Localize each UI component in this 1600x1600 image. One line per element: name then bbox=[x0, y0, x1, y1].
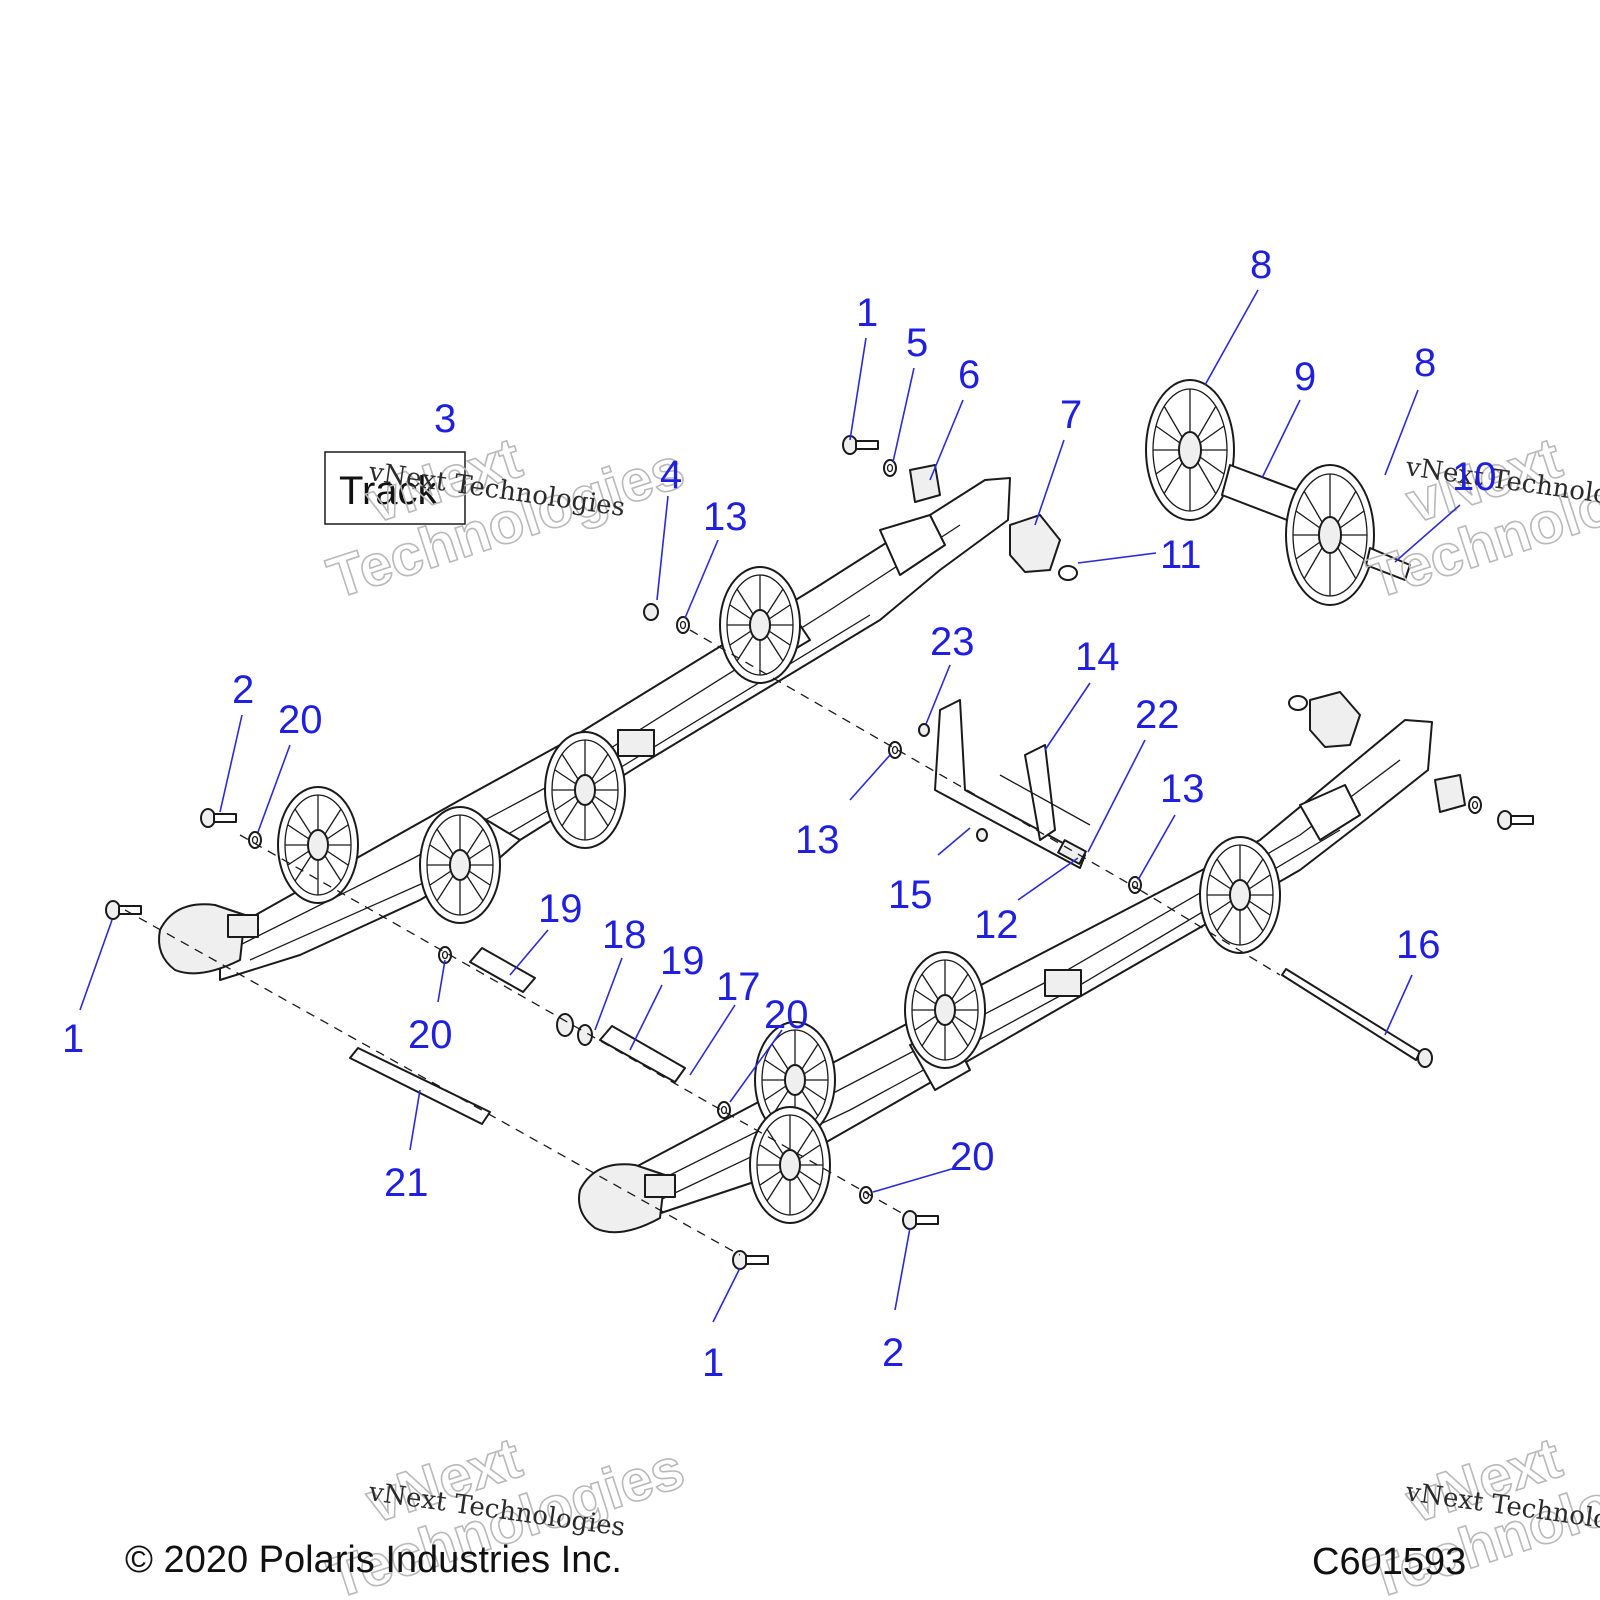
callout-8: 8 bbox=[1250, 243, 1272, 287]
callout-1: 1 bbox=[62, 1017, 84, 1061]
center-cross-shaft bbox=[934, 699, 1091, 869]
callout-23: 23 bbox=[930, 620, 975, 664]
callout-9: 9 bbox=[1294, 355, 1316, 399]
callout-13: 13 bbox=[1160, 767, 1205, 811]
section-label: Track bbox=[324, 451, 466, 525]
callout-19: 19 bbox=[538, 887, 583, 931]
callout-6: 6 bbox=[958, 353, 980, 397]
callout-19: 19 bbox=[660, 939, 705, 983]
callout-2: 2 bbox=[882, 1331, 904, 1375]
callout-2: 2 bbox=[232, 668, 254, 712]
callout-13: 13 bbox=[703, 495, 748, 539]
alignment-lines bbox=[124, 629, 1281, 1256]
callout-7: 7 bbox=[1060, 393, 1082, 437]
callout-1: 1 bbox=[856, 291, 878, 335]
callout-21: 21 bbox=[384, 1161, 429, 1205]
callouts: 1 5 6 7 8 9 8 10 11 3 4 13 23 14 22 13 1… bbox=[62, 243, 1497, 1385]
idler-wheel-set bbox=[1145, 379, 1411, 606]
callout-5: 5 bbox=[906, 321, 928, 365]
section-label-text: Track bbox=[339, 469, 439, 513]
callout-22: 22 bbox=[1135, 693, 1180, 737]
callout-10: 10 bbox=[1452, 455, 1497, 499]
callout-11: 11 bbox=[1160, 533, 1202, 577]
leader-lines bbox=[79, 289, 1461, 1323]
callout-20: 20 bbox=[278, 698, 323, 742]
callout-17: 17 bbox=[716, 965, 761, 1009]
callout-14: 14 bbox=[1075, 635, 1120, 679]
callout-20: 20 bbox=[764, 993, 809, 1037]
callout-8: 8 bbox=[1414, 341, 1436, 385]
upper-rail-assembly bbox=[158, 477, 1011, 981]
figure-code: C601593 bbox=[1312, 1541, 1466, 1583]
lower-rail-assembly bbox=[578, 719, 1433, 1234]
callout-12: 12 bbox=[974, 903, 1019, 947]
shafts-and-spacers bbox=[349, 947, 1433, 1125]
callout-4: 4 bbox=[660, 453, 682, 497]
copyright-notice: © 2020 Polaris Industries Inc. bbox=[125, 1539, 622, 1581]
callout-18: 18 bbox=[602, 913, 647, 957]
callout-15: 15 bbox=[888, 873, 933, 917]
callout-16: 16 bbox=[1396, 923, 1441, 967]
callout-20: 20 bbox=[408, 1013, 453, 1057]
callout-20: 20 bbox=[950, 1135, 995, 1179]
hardware bbox=[105, 435, 1534, 1270]
callout-3: 3 bbox=[434, 397, 456, 441]
callout-13: 13 bbox=[795, 818, 840, 862]
callout-1: 1 bbox=[702, 1341, 724, 1385]
